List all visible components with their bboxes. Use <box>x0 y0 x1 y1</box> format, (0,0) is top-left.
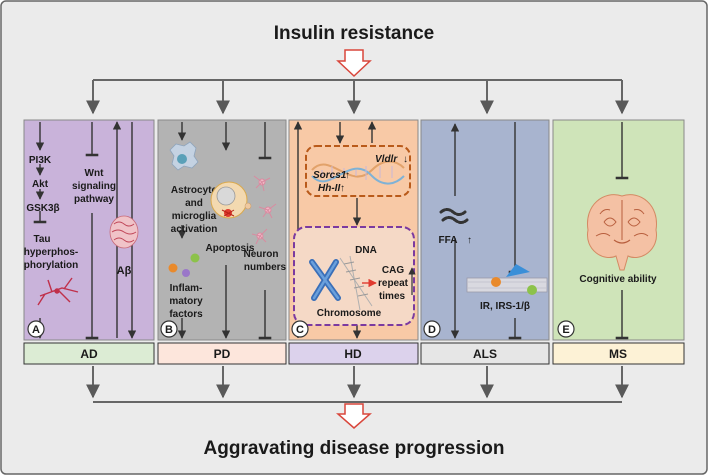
label-tau-1: Tau <box>33 234 50 245</box>
box-pd <box>157 342 287 365</box>
title-insulin-resistance: Insulin resistance <box>274 23 435 44</box>
neuron-cells-icon <box>251 175 277 245</box>
disease-label-ad: AD <box>80 347 98 361</box>
panel-letter-b-badge <box>160 320 178 338</box>
label-astrocyte-3: microglia <box>172 211 217 222</box>
panel-a-content: PI3K Akt GSK3β Tau hyperphos- phorylatio… <box>24 121 139 340</box>
disease-label-hd: HD <box>344 347 362 361</box>
label-cognitive-ability: Cognitive ability <box>579 274 657 285</box>
ffa-up-arrow-icon: ↑ <box>467 235 472 246</box>
label-apoptosis: Apoptosis <box>206 243 255 254</box>
disease-label-ms: MS <box>609 347 627 361</box>
label-inflam-2: matory <box>169 296 203 307</box>
chromosome-icon <box>309 259 341 301</box>
label-neuron-1: Neuron <box>244 249 279 260</box>
label-ffa: FFA <box>439 235 458 246</box>
microglia-icon <box>169 141 199 171</box>
label-ir-irs: IR, IRS-1/β <box>480 301 530 312</box>
box-hd <box>288 342 419 365</box>
panel-c-content: Vldlr ↓ Sorcs1 ↑ Hh-II ↑ DNA CAG repeat … <box>291 121 416 339</box>
hh-ii-up-arrow-icon: ↑ <box>340 183 345 194</box>
panel-letter-e: E <box>562 324 569 336</box>
panel-letter-d: D <box>428 324 436 336</box>
panel-letter-b: B <box>165 324 173 336</box>
dna-ladder-icon <box>339 255 373 311</box>
label-sorcs1: Sorcs1 <box>313 170 347 181</box>
top-branch-lines <box>86 79 629 115</box>
label-chromosome: Chromosome <box>317 308 382 319</box>
label-neuron-2: numbers <box>244 262 287 273</box>
label-cag-3: times <box>379 291 406 302</box>
down-arrow-bottom-icon <box>336 403 372 429</box>
label-dna: DNA <box>355 245 377 256</box>
label-hh-ii: Hh-II <box>318 183 340 194</box>
inflammatory-factor-icon <box>168 253 200 277</box>
neuron-icon <box>37 277 79 306</box>
amyloid-beta-icon <box>109 215 139 249</box>
disease-label-pd: PD <box>214 347 231 361</box>
box-ad <box>23 342 155 365</box>
label-astrocyte-1: Astrocyte <box>171 185 218 196</box>
apoptotic-cell-icon <box>210 181 252 219</box>
panel-letter-c-badge <box>291 320 309 338</box>
label-cag-2: repeat <box>378 278 409 289</box>
dna-helix-icon <box>311 160 405 185</box>
panel-e-content: Cognitive ability E <box>557 122 657 340</box>
title-aggravating-disease: Aggravating disease progression <box>204 438 505 459</box>
panel-d-content: FFA ↑ IR, IRS-1/β D <box>423 122 548 340</box>
label-vldlr: Vldlr <box>375 154 398 165</box>
label-astrocyte-4: activation <box>171 224 218 235</box>
box-ms <box>552 342 685 365</box>
label-wnt-1: Wnt <box>85 168 105 179</box>
label-astrocyte-2: and <box>185 198 203 209</box>
label-wnt-3: pathway <box>74 194 114 205</box>
label-abeta: Aβ <box>117 265 132 277</box>
gene-expression-box <box>305 145 411 197</box>
bottom-branch-lines <box>86 366 629 403</box>
box-als <box>420 342 550 365</box>
disease-label-als: ALS <box>473 347 497 361</box>
sorcs1-up-arrow-icon: ↑ <box>345 170 350 181</box>
brain-section-icon <box>587 194 657 271</box>
vldlr-down-arrow-icon: ↓ <box>403 154 408 165</box>
label-wnt-2: signaling <box>72 181 116 192</box>
label-akt: Akt <box>32 179 49 190</box>
label-inflam-1: Inflam- <box>170 283 203 294</box>
panel-b-content: Astrocyte and microglia activation Apopt… <box>160 122 287 340</box>
panel-d <box>420 119 550 341</box>
panel-letter-e-badge <box>557 320 575 338</box>
panel-letter-a-badge <box>27 320 45 338</box>
label-inflam-3: factors <box>169 309 203 320</box>
label-pi3k: PI3K <box>29 155 52 166</box>
label-cag-1: CAG <box>382 265 404 276</box>
panel-letter-a: A <box>32 324 40 336</box>
fatty-acid-icon <box>439 208 469 224</box>
panel-letter-d-badge <box>423 320 441 338</box>
label-gsk3b: GSK3β <box>26 203 59 214</box>
down-arrow-top-icon <box>336 49 372 78</box>
panel-letter-c: C <box>296 324 304 336</box>
insulin-receptor-membrane-icon <box>466 264 548 295</box>
label-tau-2: hyperphos- <box>24 247 78 258</box>
label-tau-3: phorylation <box>24 260 78 271</box>
